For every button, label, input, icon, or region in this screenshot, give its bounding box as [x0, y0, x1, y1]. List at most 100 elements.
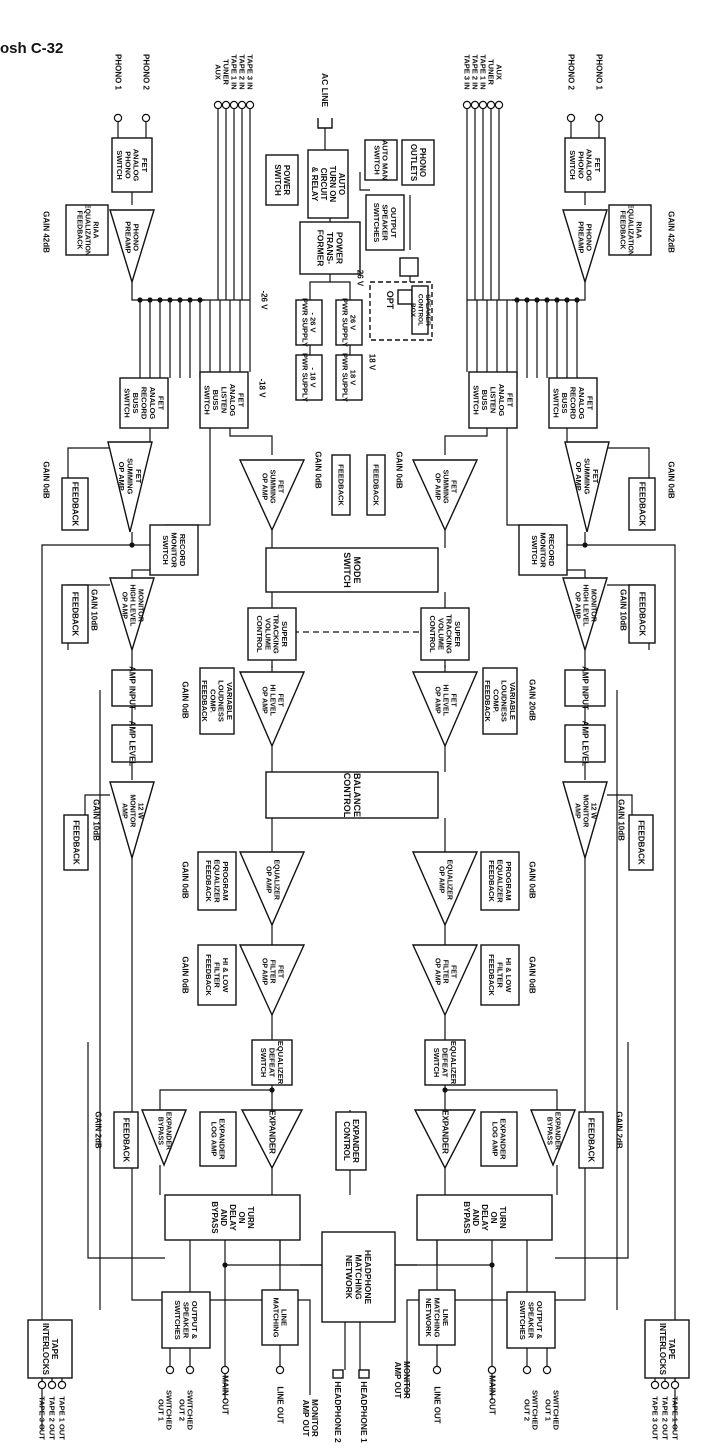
left-expander-bypass-outline	[140, 1109, 188, 1167]
left-phono-2-input-text: PHONO 2	[142, 54, 151, 91]
right-filter-text: OP AMP	[434, 958, 441, 986]
left-record-summing-feedback-outline	[61, 477, 89, 531]
signal-wire	[555, 1042, 629, 1259]
right-turn-on-delay-text: ON	[489, 1212, 498, 1224]
left-tape-out-2: TAPE 1 OUT	[58, 1396, 67, 1440]
right-turn-on-delay-text: BYPASS	[462, 1201, 471, 1234]
left-line-input-1-text: TAPE 2 IN	[238, 54, 247, 89]
left-line-input-2-text: TAPE 1 IN	[230, 54, 239, 89]
left-tape-interlocks-outline	[27, 1319, 73, 1379]
ac-line-label: AC LINE	[320, 73, 330, 107]
speaker-control-box-outline	[411, 285, 429, 335]
right-line-out: LINE OUT	[433, 1386, 442, 1423]
plus26-label: 26 V	[356, 270, 365, 287]
right-turn-on-delay-text: DELAY	[480, 1204, 489, 1231]
junction-dot	[269, 1087, 275, 1093]
right-hi-level-text: OP AMP	[434, 687, 441, 715]
left-turn-on-delay-outline	[164, 1194, 301, 1241]
signal-wire	[359, 172, 370, 191]
right-amp-level: AMP LEVEL	[564, 721, 606, 766]
right-expander-bypass-feedback-outline	[578, 1111, 604, 1169]
right-monitor-hl-feedback: FEEDBACK	[628, 584, 656, 644]
left-super-tracking-text: TRACKING	[272, 614, 281, 654]
right-line-matching-text: NETWORK	[424, 1298, 433, 1337]
left-line-input-3-text: TUNER	[222, 59, 231, 85]
jack-terminal	[432, 1365, 442, 1375]
left-listen-summing-gain-text: GAIN 0dB	[314, 451, 323, 489]
right-listen-buss-text: SWITCH	[472, 385, 481, 415]
left-record-buss-text: ANALOG	[148, 387, 157, 420]
left-listen-buss-outline	[199, 371, 249, 429]
right-phono-preamp-text: PHONO	[585, 224, 594, 252]
right-record-monitor-switch-text: MONITOR	[539, 532, 548, 568]
right-phono-switch-text: FET	[593, 158, 602, 173]
left-phono-switch-text: FET	[140, 158, 149, 173]
right-loudness-text: COMP.	[491, 689, 500, 713]
left-phono-preamp-text: PREAMP	[123, 221, 132, 253]
minus26-supply-outline	[295, 299, 323, 346]
right-expander-outline	[413, 1109, 477, 1170]
left-eq-defeat-text: SWITCH	[259, 1048, 268, 1078]
left-main-out-text: MAIN OUT	[221, 1375, 230, 1415]
left-filter-text: OP AMP	[261, 958, 268, 986]
right-expander-text: EXPANDER	[441, 1110, 450, 1154]
left-super-tracking-text: SUPER	[280, 621, 289, 647]
headphone-1-label: HEADPHONE 1	[359, 1381, 369, 1443]
right-monitor-hl-outline	[562, 577, 608, 653]
mode-switch-text: MODE	[352, 557, 362, 584]
right-tape-interlocks-outline	[644, 1319, 690, 1379]
left-tape-interlocks-text: INTERLOCKS	[41, 1323, 50, 1376]
right-super-tracking-text: CONTROL	[428, 615, 437, 652]
right-riaa-feedback-outline	[608, 204, 652, 256]
right-phono-gain-text: GAIN 42dB	[667, 211, 676, 253]
right-listen-buss-text: LISTEN	[489, 387, 498, 414]
speaker-control-box-text: CONTROL	[417, 294, 424, 326]
right-line-input-4-text: AUX	[495, 64, 504, 80]
junction-dot	[442, 1087, 448, 1093]
right-expander-bypass-text: BYPASS	[546, 1117, 553, 1146]
left-tape-interlocks-text: TAPE	[50, 1339, 59, 1360]
left-listen-summing-feedback: FEEDBACK	[331, 454, 351, 516]
jack-terminal	[470, 100, 480, 110]
right-super-tracking-outline	[420, 607, 470, 661]
left-expander-log-amp-text: LOG AMP	[209, 1122, 218, 1157]
right-monitor-amp-feedback-outline	[628, 814, 654, 871]
right-record-monitor-switch-outline	[518, 524, 568, 576]
right-monitor-hl-gain: GAIN 10dB	[619, 589, 628, 631]
right-monitor-amp-gain: GAIN 10dB	[617, 799, 626, 841]
left-output-speaker-switches-outline	[161, 1291, 211, 1349]
left-listen-buss-text: SWITCH	[203, 385, 212, 415]
right-line-input-1-text: TAPE 2 IN	[471, 54, 480, 89]
left-monitor-hl-text: HIGH LEVEL	[129, 584, 136, 627]
left-turn-on-delay-text: AND	[219, 1209, 228, 1227]
right-record-summing-feedback: FEEDBACK	[628, 477, 656, 531]
monitor-amp-out-right-text: AMP OUT	[393, 1362, 402, 1399]
right-switched-out-2-text: OUT 2	[522, 1399, 531, 1421]
left-line-input-0: TAPE 3 IN	[246, 54, 255, 89]
right-tape-out-2: TAPE 3 OUT	[651, 1396, 660, 1440]
signal-wire	[84, 794, 110, 820]
right-tape-out-0: TAPE 1 OUT	[671, 1396, 680, 1440]
right-phono-switch-text: ANALOG	[585, 149, 594, 182]
right-loudness-outline	[482, 667, 518, 735]
right-record-buss-text: SWITCH	[552, 388, 561, 418]
balance-control-outline	[265, 771, 439, 819]
right-phono-switch-outline	[564, 137, 606, 193]
right-super-tracking-text: SUPER	[453, 621, 462, 647]
